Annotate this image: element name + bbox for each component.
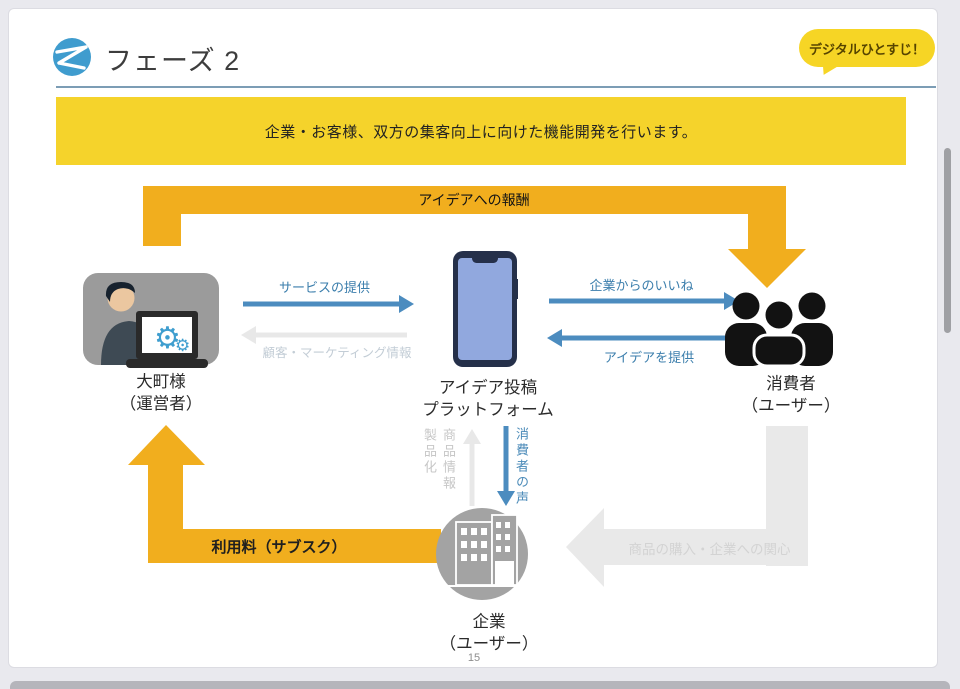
- speech-bubble: デジタルひとすじ！: [799, 29, 935, 67]
- product-info-arrow: [463, 429, 481, 506]
- next-slide-edge: [10, 681, 950, 689]
- marketing-info-arrow: [241, 326, 407, 344]
- marketing-info-label: 顧客・マーケティング情報: [262, 346, 412, 360]
- gear-icon: ⚙: [154, 322, 181, 355]
- gear-small-icon: ⚙: [175, 336, 190, 355]
- message-banner: 企業・お客様、双方の集客向上に向けた機能開発を行います。: [56, 97, 906, 165]
- purchase-interest-label: 商品の購入・企業への関心: [628, 542, 791, 557]
- consumer-voice-label: 消費者の声: [514, 427, 529, 507]
- consumers-label: 消費者 （ユーザー）: [741, 375, 841, 416]
- slide-title: フェーズ 2: [105, 46, 241, 76]
- scrollbar-thumb[interactable]: [944, 148, 951, 333]
- productization-line: 製品化: [422, 428, 437, 476]
- service-arrow: [243, 295, 414, 313]
- provide-ideas-arrow: [547, 329, 739, 347]
- operator-icon: ⚙ ⚙: [83, 273, 219, 368]
- company-likes-label: 企業からのいいね: [589, 278, 694, 293]
- page-number: 15: [467, 652, 481, 664]
- speech-bubble-text: デジタルひとすじ！: [809, 41, 925, 57]
- company-icon: [436, 508, 528, 600]
- product-info-line: 商品情報: [441, 428, 456, 492]
- flow-diagram: ⚙ ⚙: [83, 186, 833, 600]
- reward-arrow: [143, 186, 806, 288]
- slide-canvas: フェーズ 2 デジタルひとすじ！ 企業・お客様、双方の集客向上に向けた機能開発を…: [8, 8, 938, 668]
- company-likes-arrow: [549, 292, 739, 310]
- purchase-arrow: [566, 426, 808, 587]
- platform-label: アイデア投稿 プラットフォーム: [422, 379, 554, 420]
- fee-arrow: [128, 425, 441, 563]
- consumer-voice-arrow: [497, 426, 515, 506]
- operator-label: 大町様 （運営者）: [119, 373, 203, 414]
- company-label: 企業 （ユーザー）: [439, 613, 539, 654]
- header-divider: [56, 86, 936, 88]
- subscription-fee-label: 利用料（サブスク）: [211, 539, 347, 556]
- reward-label: アイデアへの報酬: [418, 192, 530, 208]
- consumers-icon: [725, 292, 833, 368]
- product-info-label: 商品情報 製品化: [420, 428, 458, 524]
- service-label: サービスの提供: [278, 280, 370, 295]
- brand-logo-icon: [53, 38, 91, 76]
- platform-icon: [453, 251, 518, 367]
- message-banner-text: 企業・お客様、双方の集客向上に向けた機能開発を行います。: [264, 123, 698, 141]
- provide-ideas-label: アイデアを提供: [603, 350, 695, 365]
